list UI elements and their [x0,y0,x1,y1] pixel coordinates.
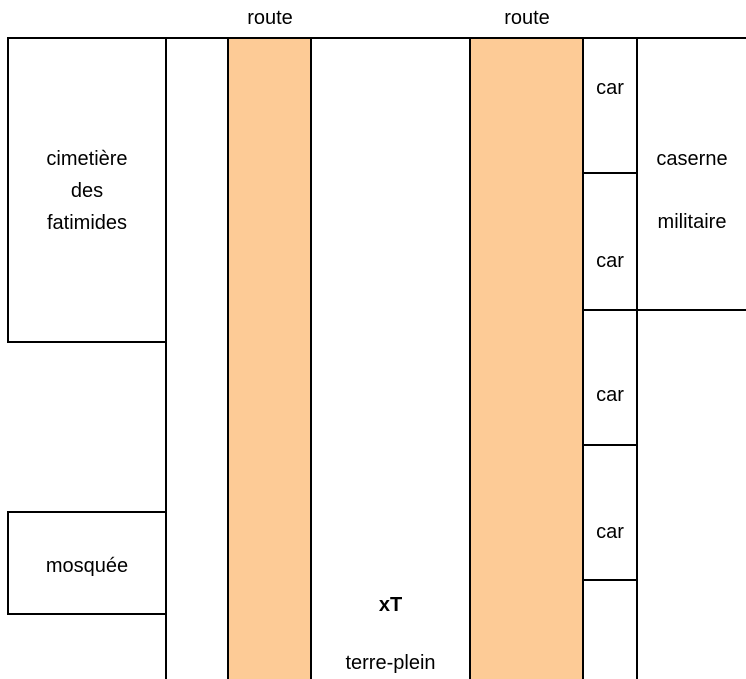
right-road-west-edge [469,37,471,679]
car-separator-1 [582,172,638,174]
car-separator-2 [582,309,746,311]
left-road-east-edge [310,37,312,679]
cemetery-label-line2: des [70,180,104,202]
cemetery-label-line3: fatimides [46,212,128,234]
cemetery-left-edge [7,37,9,342]
right-road-east-edge [582,37,584,679]
left-road-west-edge [227,37,229,679]
car-label-4: car [596,521,624,543]
mosque-top-line [7,511,167,513]
cemetery-label-line1: cimetière [46,148,128,170]
mosque-bottom-line [7,613,167,615]
left-road [229,39,311,679]
car-separator-4 [582,579,638,581]
car-column-east-edge [636,37,638,679]
mosque-label: mosquée [45,555,129,577]
median-marker: xT [378,594,403,616]
mosque-left-edge [7,511,9,615]
left-block-edge [165,37,167,679]
car-separator-3 [582,444,638,446]
car-label-3: car [596,384,624,406]
median-label: terre-plein [345,652,436,674]
barracks-label-line1: caserne [656,148,728,170]
cemetery-bottom-line [7,341,167,343]
left-road-label: route [247,7,293,29]
right-road [471,39,583,679]
top-border-line [8,37,746,39]
barracks-label-line2: militaire [657,211,727,233]
car-label-1: car [596,77,624,99]
right-road-label: route [504,7,550,29]
car-label-2: car [596,250,624,272]
